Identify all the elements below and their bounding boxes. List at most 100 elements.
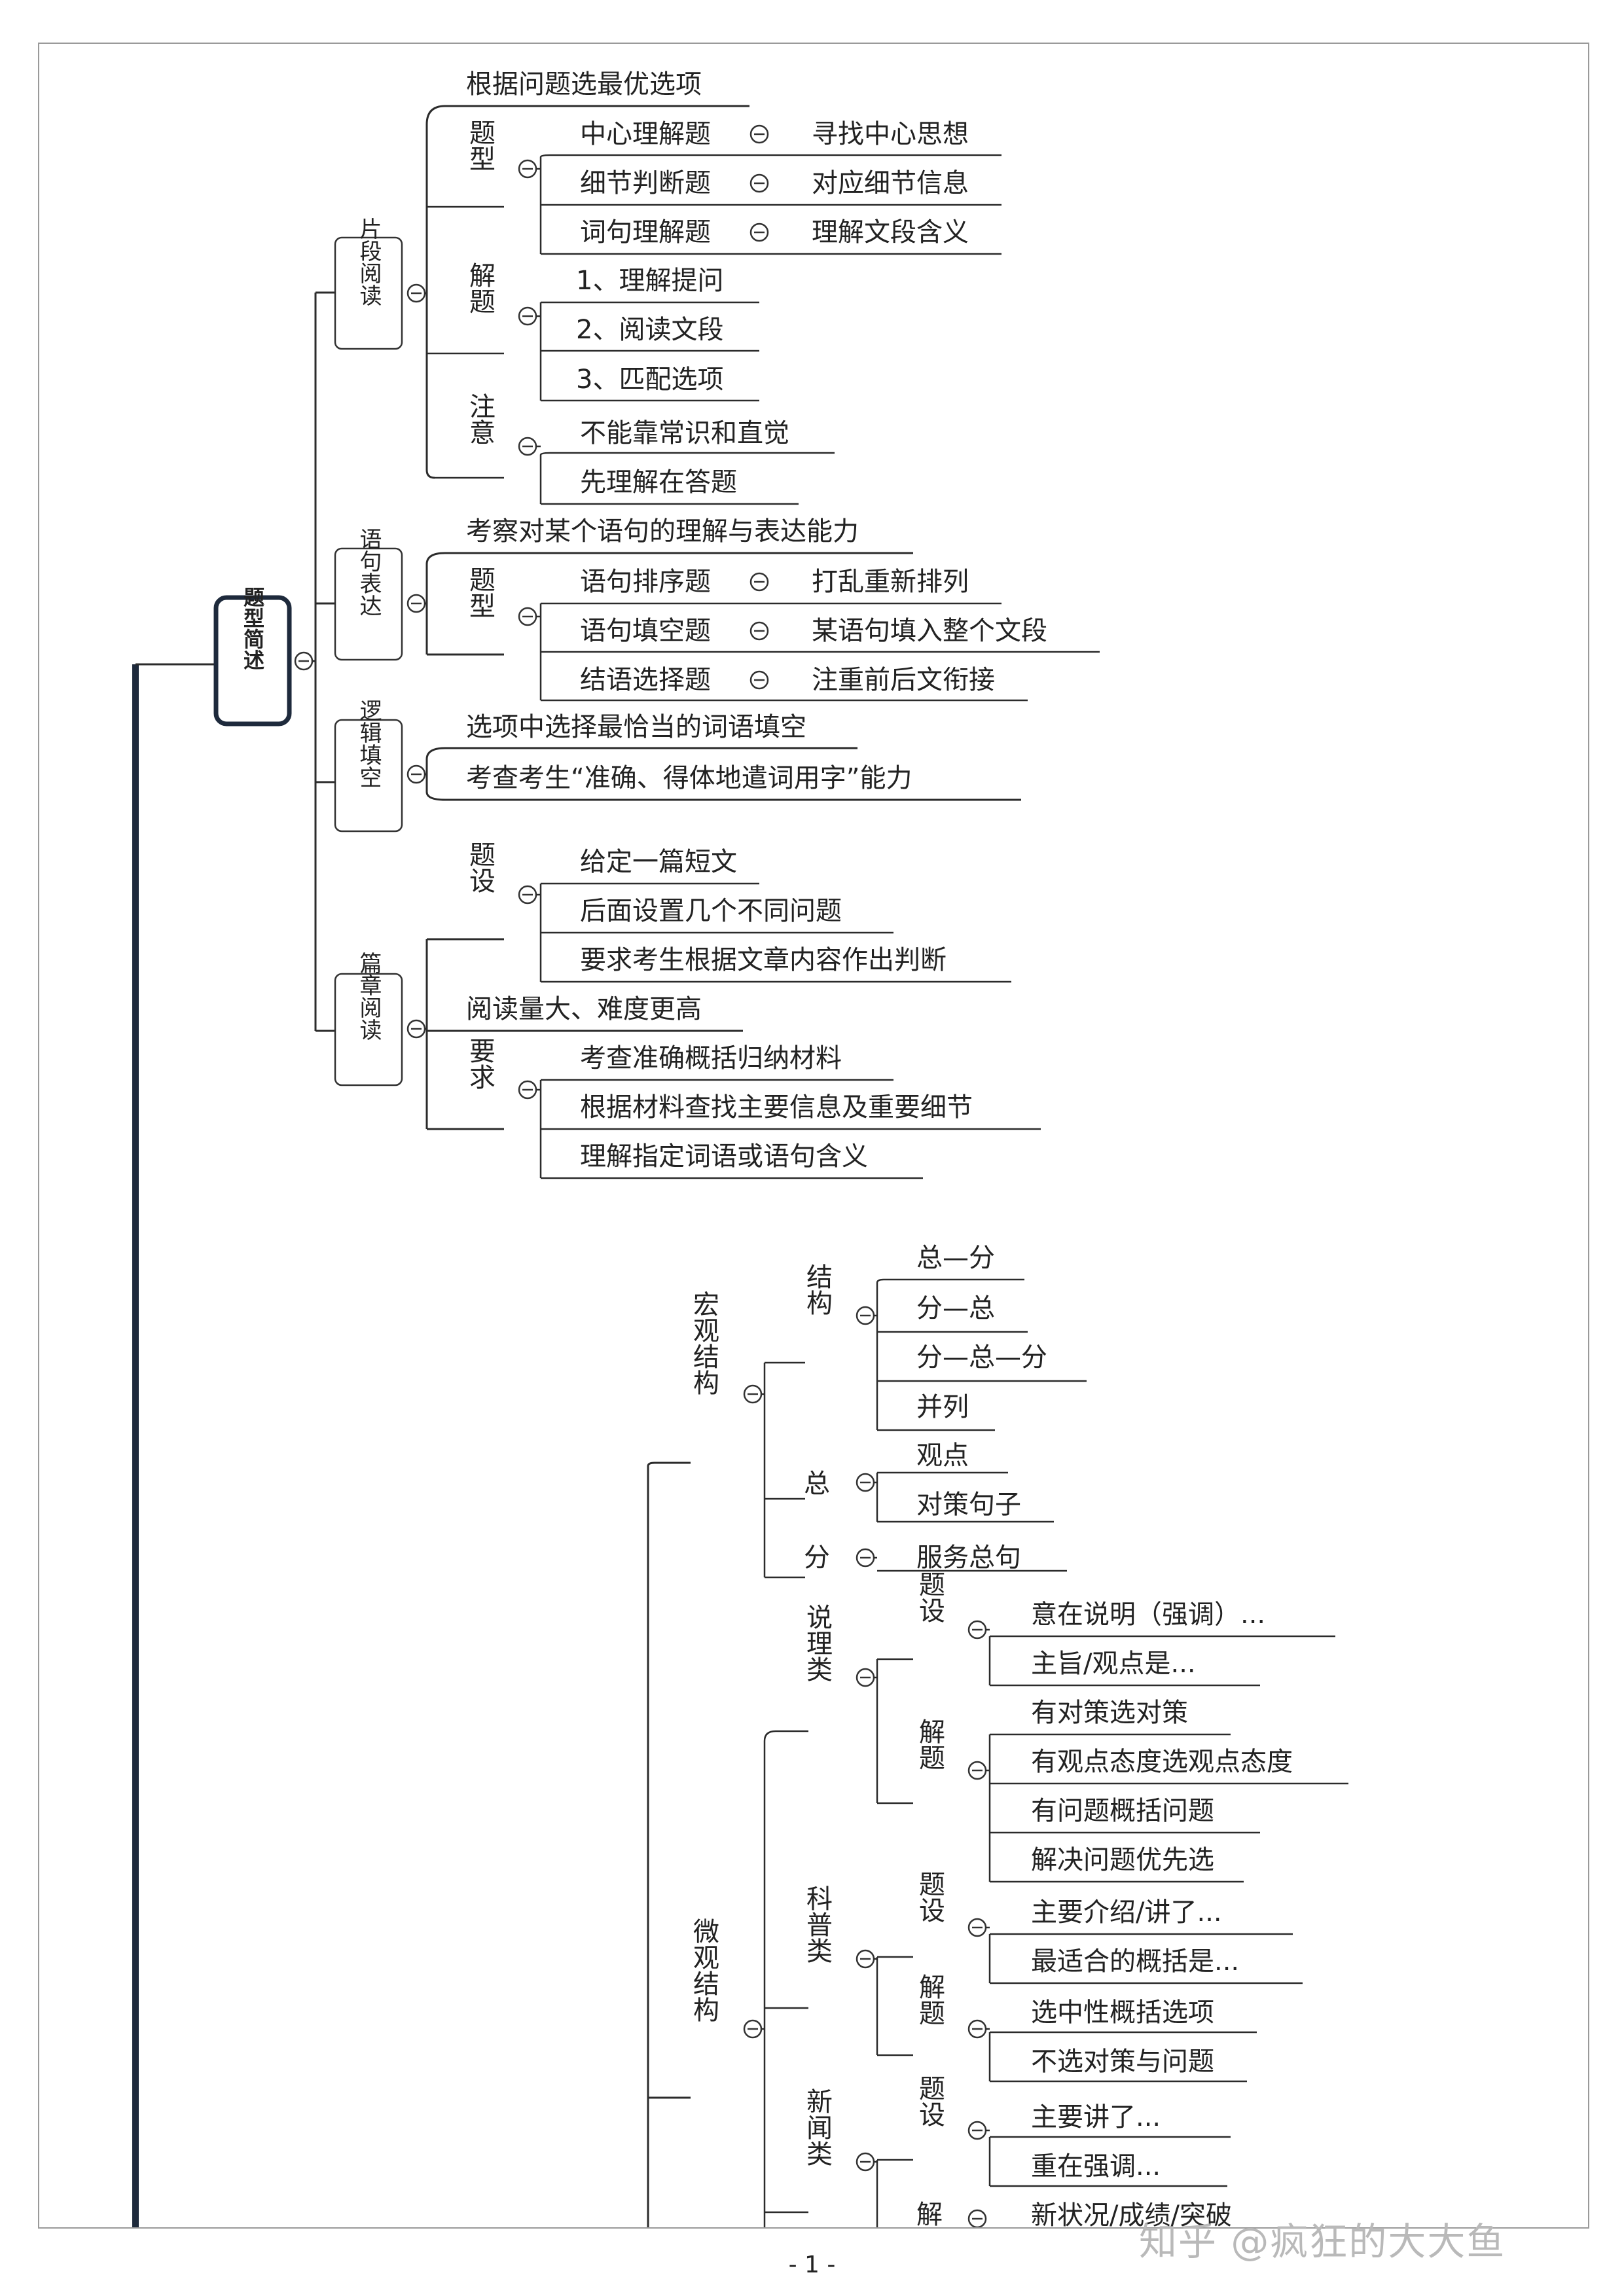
- collapse-icon[interactable]: [967, 2209, 987, 2229]
- node-text: 考察对某个语句的理解与表达能力: [466, 516, 859, 547]
- branch-label: 逻辑填空: [355, 699, 382, 788]
- collapse-icon[interactable]: [518, 437, 537, 456]
- collapse-icon[interactable]: [749, 173, 769, 193]
- group-label: 题型: [465, 566, 495, 619]
- group-label: 结构: [802, 1263, 832, 1316]
- root-node[interactable]: 题型简述: [213, 586, 292, 726]
- collapse-icon[interactable]: [406, 283, 426, 303]
- collapse-icon[interactable]: [856, 1306, 875, 1325]
- branch-label: 语句表达: [355, 528, 382, 617]
- collapse-icon[interactable]: [518, 607, 537, 626]
- collapse-icon[interactable]: [967, 1620, 987, 1640]
- collapse-icon[interactable]: [518, 159, 537, 179]
- collapse-icon[interactable]: [856, 1668, 875, 1687]
- collapse-icon[interactable]: [749, 621, 769, 641]
- node-text: 2、阅读文段: [576, 315, 723, 345]
- branch-label: 篇章阅读: [355, 952, 382, 1041]
- group-label: 题设: [465, 841, 495, 893]
- branch-node-pianzhang[interactable]: 篇章阅读: [334, 952, 403, 1086]
- collapse-icon[interactable]: [749, 670, 769, 690]
- node-text: 观点: [916, 1441, 969, 1471]
- node-text: 有观点态度选观点态度: [1031, 1747, 1293, 1777]
- group-label: 题设: [914, 1871, 945, 1923]
- node-detail: 理解文段含义: [812, 217, 969, 247]
- node-text: 分—总—分: [916, 1342, 1047, 1372]
- root-label: 题型简述: [240, 586, 265, 670]
- collapse-icon[interactable]: [743, 1384, 763, 1404]
- node-text: 并列: [916, 1392, 969, 1422]
- node-text: 最适合的概括是...: [1031, 1946, 1239, 1977]
- group-label: 题设: [914, 2075, 945, 2127]
- node-text: 语句排序题: [580, 567, 711, 597]
- node-text: 考查准确概括归纳材料: [580, 1043, 842, 1073]
- group-label: 解题: [914, 1718, 945, 1770]
- collapse-icon[interactable]: [856, 1949, 875, 1969]
- branch-label: 片段阅读: [355, 217, 382, 306]
- group-label: 题设: [914, 1571, 945, 1623]
- macro-label: 宏观结构: [689, 1291, 719, 1395]
- branch-node-yuju[interactable]: 语句表达: [334, 528, 403, 661]
- node-text: 阅读量大、难度更高: [466, 994, 702, 1024]
- node-text: 3、匹配选项: [576, 365, 723, 395]
- node-text: 服务总句: [916, 1543, 1021, 1573]
- node-text: 对策句子: [916, 1490, 1021, 1520]
- group-label: 解题: [465, 262, 495, 314]
- collapse-icon[interactable]: [749, 223, 769, 242]
- node-text: 1、理解提问: [576, 266, 723, 296]
- collapse-icon[interactable]: [856, 1473, 875, 1492]
- type-label: 说理类: [802, 1604, 832, 1682]
- collapse-icon[interactable]: [967, 1761, 987, 1780]
- node-text: 根据问题选最优选项: [466, 69, 702, 99]
- node-detail: 对应细节信息: [812, 168, 969, 198]
- collapse-icon[interactable]: [518, 885, 537, 905]
- node-text: 语句填空题: [580, 616, 711, 646]
- type-label: 科普类: [802, 1885, 832, 1964]
- collapse-icon[interactable]: [743, 2019, 763, 2039]
- node-detail: 打乱重新排列: [812, 567, 969, 597]
- group-label: 分: [804, 1543, 830, 1573]
- node-detail: 某语句填入整个文段: [812, 616, 1047, 646]
- node-text: 主要讲了...: [1031, 2102, 1161, 2132]
- group-label: 题型: [465, 119, 495, 171]
- node-text: 中心理解题: [580, 119, 711, 149]
- node-text: 先理解在答题: [580, 467, 737, 497]
- node-text: 结语选择题: [580, 665, 711, 695]
- node-text: 总—分: [916, 1243, 995, 1273]
- node-text: 有问题概括问题: [1031, 1796, 1214, 1826]
- node-text: 有对策选对策: [1031, 1698, 1188, 1728]
- collapse-icon[interactable]: [518, 306, 537, 326]
- node-text: 考查考生“准确、得体地遣词用字”能力: [466, 763, 912, 793]
- collapse-icon[interactable]: [856, 2152, 875, 2172]
- node-text: 主要介绍/讲了...: [1031, 1897, 1222, 1928]
- node-text: 根据材料查找主要信息及重要细节: [580, 1092, 973, 1122]
- collapse-icon[interactable]: [518, 1080, 537, 1100]
- collapse-icon[interactable]: [967, 1918, 987, 1937]
- group-label: 要求: [465, 1037, 495, 1090]
- collapse-icon[interactable]: [406, 1019, 426, 1039]
- type-label: 新闻类: [802, 2088, 832, 2166]
- node-detail: 寻找中心思想: [812, 119, 969, 149]
- node-text: 新状况/成绩/突破: [1031, 2200, 1232, 2231]
- group-label: 注意: [465, 393, 495, 445]
- collapse-icon[interactable]: [967, 2019, 987, 2039]
- node-text: 主旨/观点是...: [1031, 1649, 1196, 1679]
- collapse-icon[interactable]: [406, 764, 426, 784]
- collapse-icon[interactable]: [406, 594, 426, 613]
- node-text: 意在说明（强调）...: [1031, 1600, 1265, 1630]
- branch-node-luoji[interactable]: 逻辑填空: [334, 699, 403, 833]
- root-collapse-icon[interactable]: [294, 651, 314, 671]
- node-text: 解决问题优先选: [1031, 1845, 1214, 1875]
- branch-node-pianduan[interactable]: 片段阅读: [334, 217, 403, 350]
- collapse-icon[interactable]: [856, 1548, 875, 1568]
- node-text: 选中性概括选项: [1031, 1998, 1214, 2028]
- node-text: 词句理解题: [580, 217, 711, 247]
- collapse-icon[interactable]: [749, 124, 769, 144]
- node-text: 后面设置几个不同问题: [580, 896, 842, 926]
- watermark: 知乎 @疯狂的大大鱼: [1139, 2219, 1506, 2264]
- node-text: 不能靠常识和直觉: [580, 418, 789, 448]
- group-label: 总: [804, 1469, 830, 1499]
- micro-label: 微观结构: [689, 1918, 719, 2022]
- collapse-icon[interactable]: [749, 572, 769, 592]
- collapse-icon[interactable]: [967, 2121, 987, 2140]
